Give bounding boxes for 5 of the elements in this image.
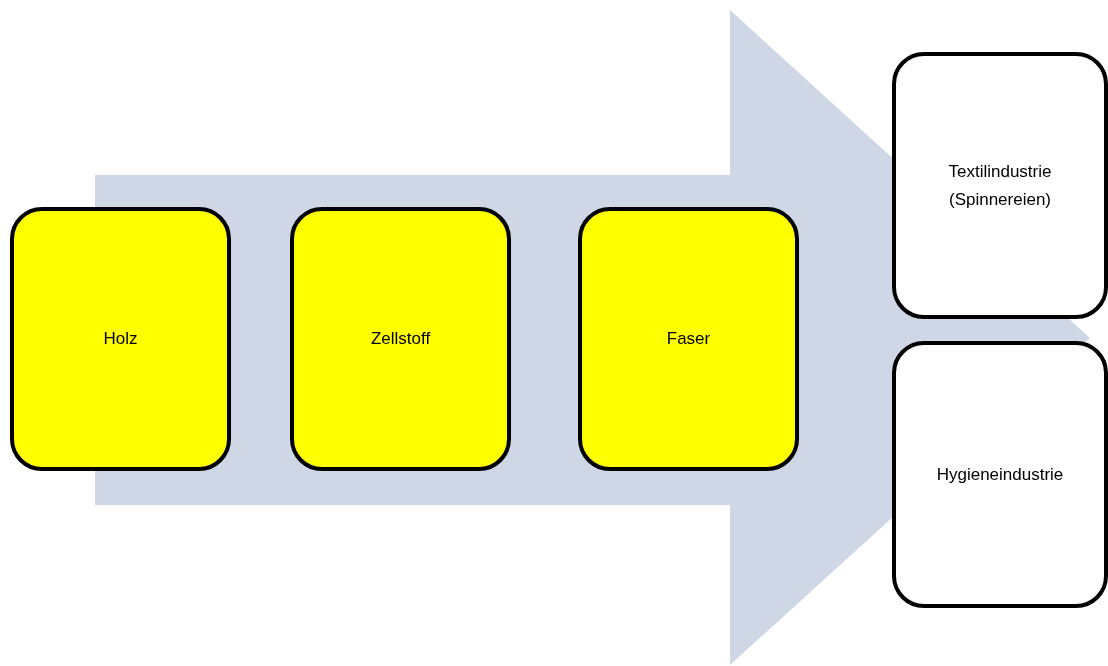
process-box: Hygieneindustrie [892,341,1108,608]
process-box: Textilindustrie (Spinnereien) [892,52,1108,319]
process-box: Faser [578,207,799,471]
process-box: Holz [10,207,231,471]
process-box: Zellstoff [290,207,511,471]
